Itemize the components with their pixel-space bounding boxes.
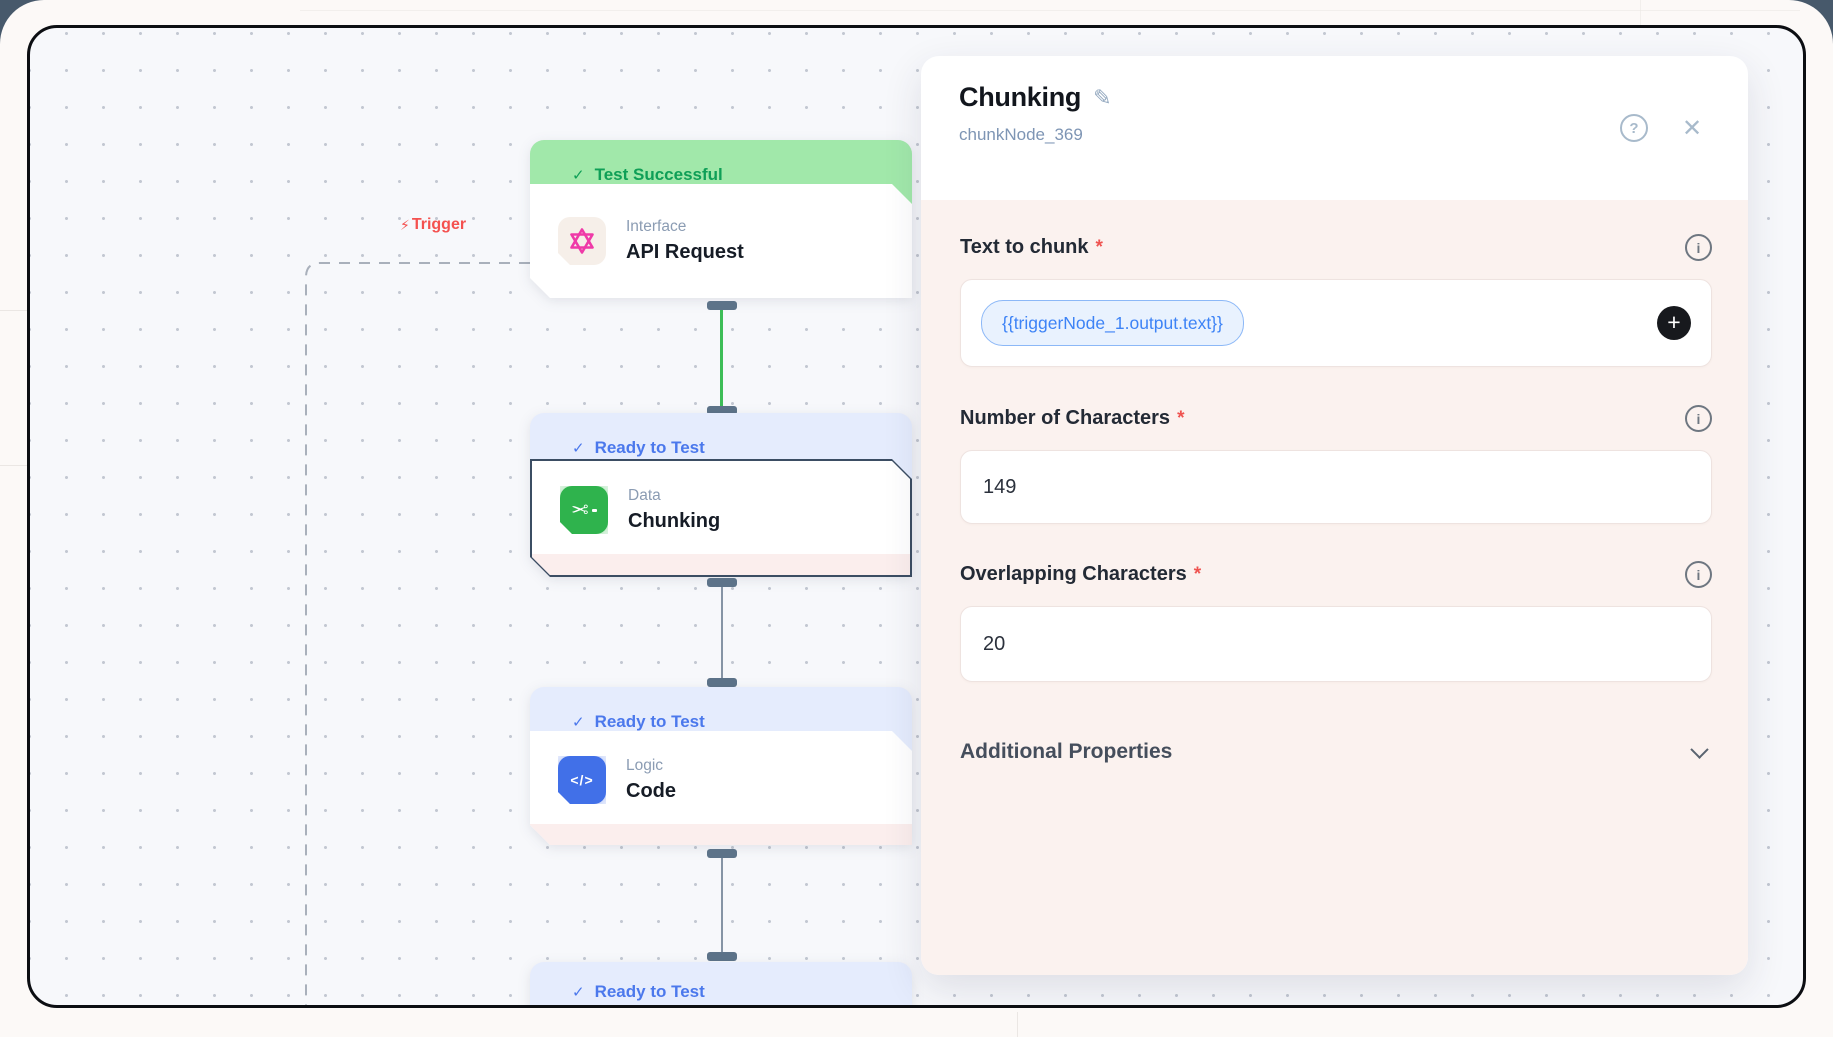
- wire-success: [720, 310, 723, 407]
- edit-pencil-icon[interactable]: ✎: [1093, 84, 1112, 110]
- field-label-row: Overlapping Characters * i: [960, 561, 1712, 588]
- node-api-request[interactable]: ✓ Test Successful Interface API Request: [530, 140, 912, 330]
- edge-divider: [1640, 0, 1641, 25]
- panel-header: Chunking ✎ chunkNode_369 ? ✕: [921, 56, 1748, 200]
- trigger-label: ⚡ Trigger: [400, 216, 467, 233]
- add-variable-button[interactable]: +: [1657, 306, 1691, 340]
- status-badge: ✓ Ready to Test: [530, 962, 912, 1005]
- status-label: Test Successful: [594, 165, 723, 184]
- variable-pill[interactable]: {{triggerNode_1.output.text}}: [981, 300, 1244, 346]
- bolt-icon: ⚡: [400, 216, 410, 233]
- field-label: Number of Characters: [960, 407, 1171, 429]
- node-title: Chunking: [628, 510, 721, 532]
- node-card[interactable]: Interface API Request: [530, 184, 912, 298]
- node-card[interactable]: </> Logic Code: [530, 731, 912, 845]
- required-asterisk: *: [1177, 407, 1185, 429]
- field-label-row: Number of Characters * i: [960, 405, 1712, 432]
- panel-body: Text to chunk * i {{triggerNode_1.output…: [921, 200, 1748, 975]
- number-of-characters-input[interactable]: 149: [960, 450, 1712, 524]
- required-asterisk: *: [1193, 563, 1202, 585]
- wire: [721, 858, 723, 952]
- info-icon[interactable]: i: [1685, 561, 1712, 588]
- check-icon: ✓: [572, 440, 585, 457]
- panel-title: Chunking: [959, 82, 1082, 112]
- output-port[interactable]: [707, 578, 737, 587]
- scissors-icon: ✂: [560, 486, 608, 534]
- node-title: Code: [626, 780, 676, 802]
- overlapping-characters-input[interactable]: 20: [960, 606, 1712, 682]
- code-icon: </>: [558, 756, 606, 804]
- help-icon[interactable]: ?: [1620, 114, 1648, 142]
- node-code[interactable]: ✓ Ready to Test </> Logic Code: [530, 687, 912, 877]
- node-category: Interface: [626, 218, 687, 235]
- workflow-canvas[interactable]: ⚡ Trigger ✓ Test Successful Interface AP…: [27, 25, 1806, 1008]
- chevron-down-icon: [1690, 739, 1709, 759]
- check-icon: ✓: [572, 714, 585, 731]
- output-port[interactable]: [707, 301, 737, 310]
- node-config-panel: Chunking ✎ chunkNode_369 ? ✕ Text to chu…: [921, 56, 1748, 975]
- additional-properties-toggle[interactable]: Additional Properties: [960, 739, 1712, 764]
- edge-divider: [300, 10, 1800, 11]
- node-footer-strip: [530, 824, 912, 845]
- check-icon: ✓: [572, 167, 585, 184]
- info-icon[interactable]: i: [1685, 234, 1712, 261]
- node-title: API Request: [626, 241, 744, 263]
- node-card-selected[interactable]: ✂ Data Chunking: [530, 459, 912, 577]
- input-port[interactable]: [707, 952, 737, 961]
- field-label-row: Text to chunk * i: [960, 234, 1712, 261]
- info-icon[interactable]: i: [1685, 405, 1712, 432]
- text-to-chunk-input[interactable]: {{triggerNode_1.output.text}} +: [960, 279, 1712, 367]
- status-label: Ready to Test: [594, 712, 705, 731]
- input-port[interactable]: [707, 406, 737, 415]
- check-icon: ✓: [572, 984, 585, 1001]
- field-label: Text to chunk: [960, 236, 1089, 258]
- node-chunking[interactable]: ✓ Ready to Test ✂ Data Chunking: [530, 413, 912, 608]
- node-id: chunkNode_369: [959, 125, 1083, 144]
- required-asterisk: *: [1095, 236, 1103, 258]
- hexagram-icon: [558, 217, 606, 265]
- trigger-wire: [305, 262, 530, 1005]
- field-label: Overlapping Characters: [960, 563, 1187, 585]
- edge-divider: [1017, 1012, 1018, 1037]
- node-category: Logic: [626, 757, 664, 774]
- close-icon[interactable]: ✕: [1681, 114, 1703, 142]
- node-partial[interactable]: ✓ Ready to Test: [530, 962, 912, 1005]
- input-port[interactable]: [707, 678, 737, 687]
- edge-divider: [0, 310, 30, 311]
- output-port[interactable]: [707, 849, 737, 858]
- node-category: Data: [628, 487, 661, 504]
- status-label: Ready to Test: [594, 982, 705, 1001]
- node-footer-strip: [532, 554, 910, 575]
- wire: [721, 587, 723, 678]
- edge-divider: [0, 465, 30, 466]
- status-label: Ready to Test: [594, 438, 705, 457]
